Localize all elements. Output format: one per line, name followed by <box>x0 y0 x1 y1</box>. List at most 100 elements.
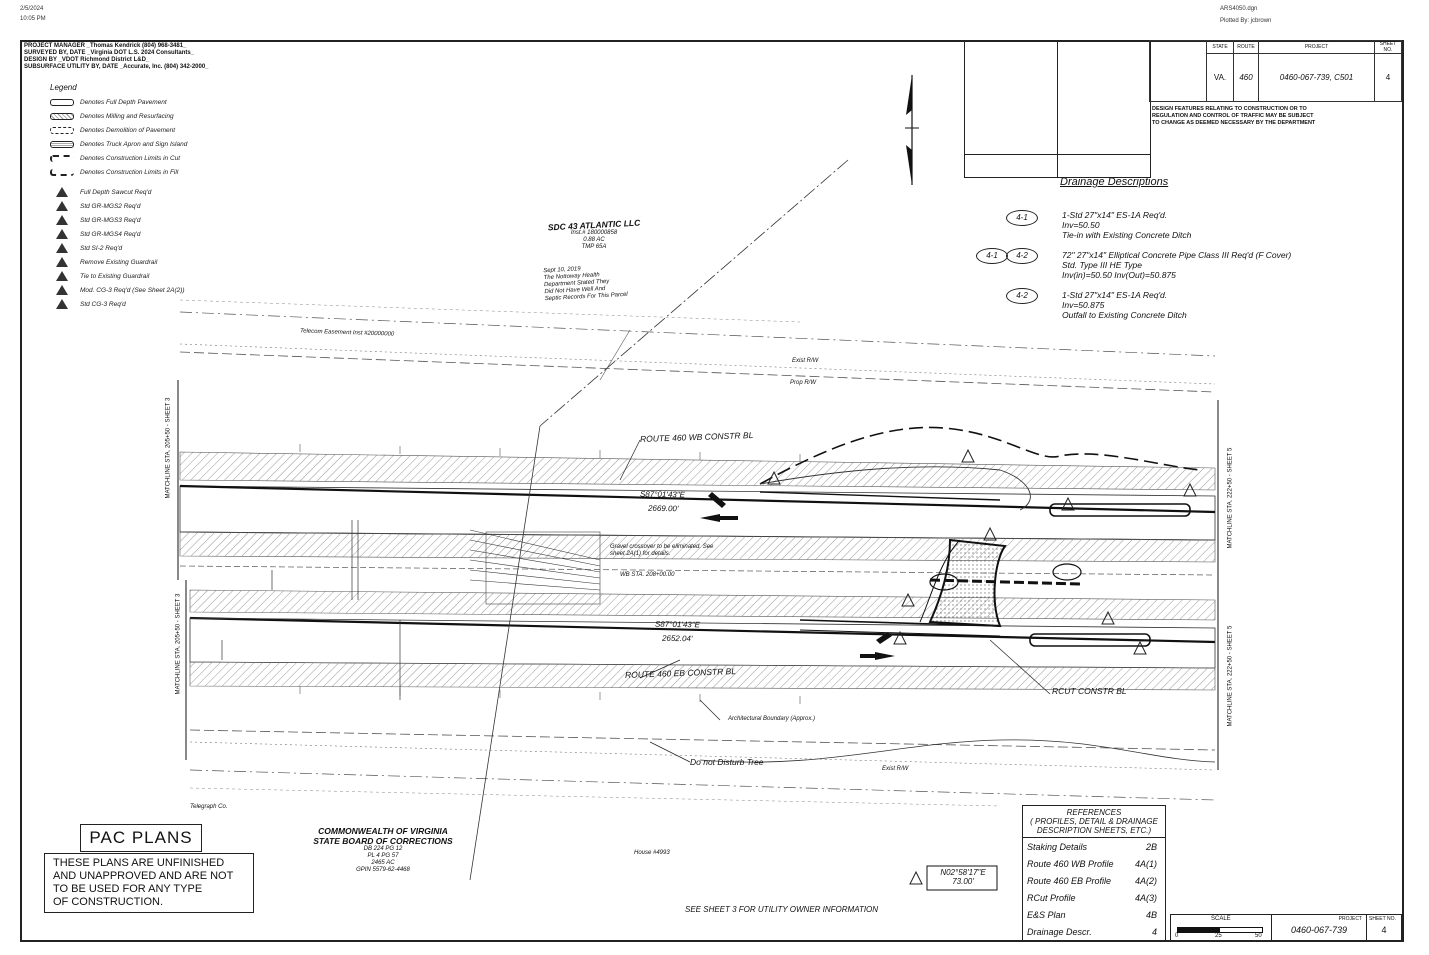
do-not-disturb-label: Do not Disturb Tree <box>690 757 764 767</box>
note-triangle-icon <box>56 229 68 239</box>
plot-date: 2/5/2024 <box>20 6 44 12</box>
legend-note-item: Std CG-3 Req'd <box>50 297 270 311</box>
wb-length: 2669.00' <box>647 503 679 514</box>
footer-block: SCALE 0 25 50 PROJECT 0460-067-739 SHEET… <box>1170 914 1402 941</box>
file-name: ARS4050.dgn <box>1220 6 1258 12</box>
truck-apron-symbol-icon <box>50 140 74 148</box>
legend-note-item: Std GR-MGS3 Req'd <box>50 213 270 227</box>
full-depth-symbol-icon <box>50 98 74 106</box>
scale-bar: SCALE 0 25 50 <box>1171 915 1272 940</box>
legend-title: Legend <box>50 83 77 92</box>
telegraph-label: Telegraph Co. <box>190 804 228 810</box>
drainage-tag: 4-2 <box>1006 288 1038 304</box>
legend-item: Denotes Full Depth Pavement <box>50 95 270 109</box>
note-triangle-icon <box>56 299 68 309</box>
plotted-by: Plotted By: jcbrown <box>1220 18 1272 24</box>
note-triangle-icon <box>56 215 68 225</box>
demolition-symbol-icon <box>50 126 74 134</box>
south-owner-2: STATE BOARD OF CORRECTIONS <box>313 836 453 846</box>
legend-note-item: Full Depth Sawcut Req'd <box>50 185 270 199</box>
legend-note-item: Std GR-MGS2 Req'd <box>50 199 270 213</box>
legend-note-item: Tie to Existing Guardrail <box>50 269 270 283</box>
fill-limit-symbol-icon <box>50 168 74 176</box>
reference-row: Drainage Descr.4 <box>1027 926 1157 937</box>
legend-item: Denotes Demolition of Pavement <box>50 123 270 137</box>
references-box: REFERENCES ( PROFILES, DETAIL & DRAINAGE… <box>1022 805 1166 941</box>
matchline-left-top: MATCHLINE STA. 205+50 - SHEET 3 <box>165 397 172 499</box>
drainage-item-2: 72" 27"x14" Elliptical Concrete Pipe Cla… <box>1062 250 1292 280</box>
drainage-item-3: 1-Std 27"x14" ES-1A Req'd. Inv=50.875 Ou… <box>1062 290 1187 320</box>
north-arrow-icon <box>905 75 919 185</box>
legend-item: Denotes Construction Limits in Cut <box>50 151 270 165</box>
house-label: House #4993 <box>634 850 670 856</box>
bearing-box: N02°58'17"E 73.00' <box>940 868 986 886</box>
subsurface-utility: SUBSURFACE UTILITY BY, DATE _Accurate, I… <box>24 64 209 70</box>
note-triangle-icon <box>56 257 68 267</box>
note-triangle-icon <box>56 187 68 197</box>
pac-plans-warning: THESE PLANS ARE UNFINISHED AND UNAPPROVE… <box>44 853 254 913</box>
legend-note-item: Std GR-MGS4 Req'd <box>50 227 270 241</box>
matchline-right-bottom: MATCHLINE STA. 222+50 - SHEET 5 <box>1227 625 1234 727</box>
south-owner-1: COMMONWEALTH OF VIRGINIA <box>318 826 448 836</box>
drainage-tag: 4-2 <box>1006 248 1038 264</box>
project-info: PROJECT MANAGER _Thomas Kendrick (804) 9… <box>24 43 209 71</box>
note-triangle-icon <box>56 201 68 211</box>
title-block: STATE ROUTE PROJECT SHEET NO. VA. 460 04… <box>1149 40 1402 102</box>
route-value: 460 <box>1233 53 1259 102</box>
matchline-right-top: MATCHLINE STA. 222+50 - SHEET 5 <box>1227 447 1234 549</box>
footer-sheet: 4 <box>1381 925 1387 935</box>
south-parcel: COMMONWEALTH OF VIRGINIA STATE BOARD OF … <box>298 826 468 874</box>
drainage-tag: 4-1 <box>976 248 1008 264</box>
north-parcel-notes: Sept 10, 2019 The Nottoway Health Depart… <box>543 266 628 303</box>
note-triangle-icon <box>56 285 68 295</box>
pac-plans-title: PAC PLANS <box>80 824 202 852</box>
design-note: DESIGN FEATURES RELATING TO CONSTRUCTION… <box>1152 106 1316 126</box>
wb-bearing: S87°01'43"E <box>639 489 686 500</box>
col-sheet: SHEET NO. <box>1374 40 1402 54</box>
project-value: 0460-067-739, C501 <box>1258 53 1375 102</box>
legend-item: Denotes Milling and Resurfacing <box>50 109 270 123</box>
col-state: STATE <box>1206 40 1234 54</box>
approval-block <box>964 40 1151 178</box>
drainage-tag: 4-1 <box>1006 210 1038 226</box>
sheet-value: 4 <box>1374 53 1402 102</box>
note-triangle-icon <box>56 243 68 253</box>
col-route: ROUTE <box>1233 40 1259 54</box>
exist-rw-top: Exist R/W <box>792 358 819 364</box>
col-project: PROJECT <box>1258 40 1375 54</box>
gravel-crossover-note: Gravel crossover to be eliminated. See s… <box>610 544 714 557</box>
exist-rw-bottom: Exist R/W <box>882 766 909 772</box>
plot-time: 10:05 PM <box>20 16 46 22</box>
utility-owner-note: SEE SHEET 3 FOR UTILITY OWNER INFORMATIO… <box>685 905 879 914</box>
legend-note-item: Remove Existing Guardrail <box>50 255 270 269</box>
legend-item: Denotes Truck Apron and Sign Island <box>50 137 270 151</box>
drawing-sheet-border <box>20 40 1404 942</box>
cut-limit-symbol-icon <box>50 154 74 162</box>
legend-note-item: Std SI-2 Req'd <box>50 241 270 255</box>
wb-station-label: WB STA. 208+00.00 <box>620 572 675 578</box>
scale-bar-graphic <box>1177 927 1263 933</box>
legend: Legend Denotes Full Depth Pavement Denot… <box>50 84 270 311</box>
project-manager: PROJECT MANAGER _Thomas Kendrick (804) 9… <box>24 43 187 49</box>
footer-project: 0460-067-739 <box>1290 925 1348 935</box>
prop-rw-label: Prop R/W <box>790 380 817 386</box>
note-triangle-icon <box>56 271 68 281</box>
legend-note-item: Mod. CG-3 Req'd (See Sheet 2A(2)) <box>50 283 270 297</box>
references-title: REFERENCES ( PROFILES, DETAIL & DRAINAGE… <box>1023 806 1165 838</box>
arch-boundary-label: Architectural Boundary (Approx.) <box>728 716 816 722</box>
milling-symbol-icon <box>50 112 74 120</box>
state-value: VA. <box>1206 53 1234 102</box>
drainage-item-1: 1-Std 27"x14" ES-1A Req'd. Inv=50.50 Tie… <box>1062 210 1192 240</box>
drainage-title: Drainage Descriptions <box>1060 176 1169 188</box>
eb-bearing: S87°01'43"E <box>654 619 701 630</box>
legend-item: Denotes Construction Limits in Fill <box>50 165 270 179</box>
north-parcel: SDC 43 ATLANTIC LLC Inst.# 180000858 0.8… <box>534 218 654 251</box>
matchline-left-bottom: MATCHLINE STA. 205+50 - SHEET 3 <box>175 593 182 695</box>
design-by: DESIGN BY _VDOT Richmond District L&D_ <box>24 57 150 63</box>
